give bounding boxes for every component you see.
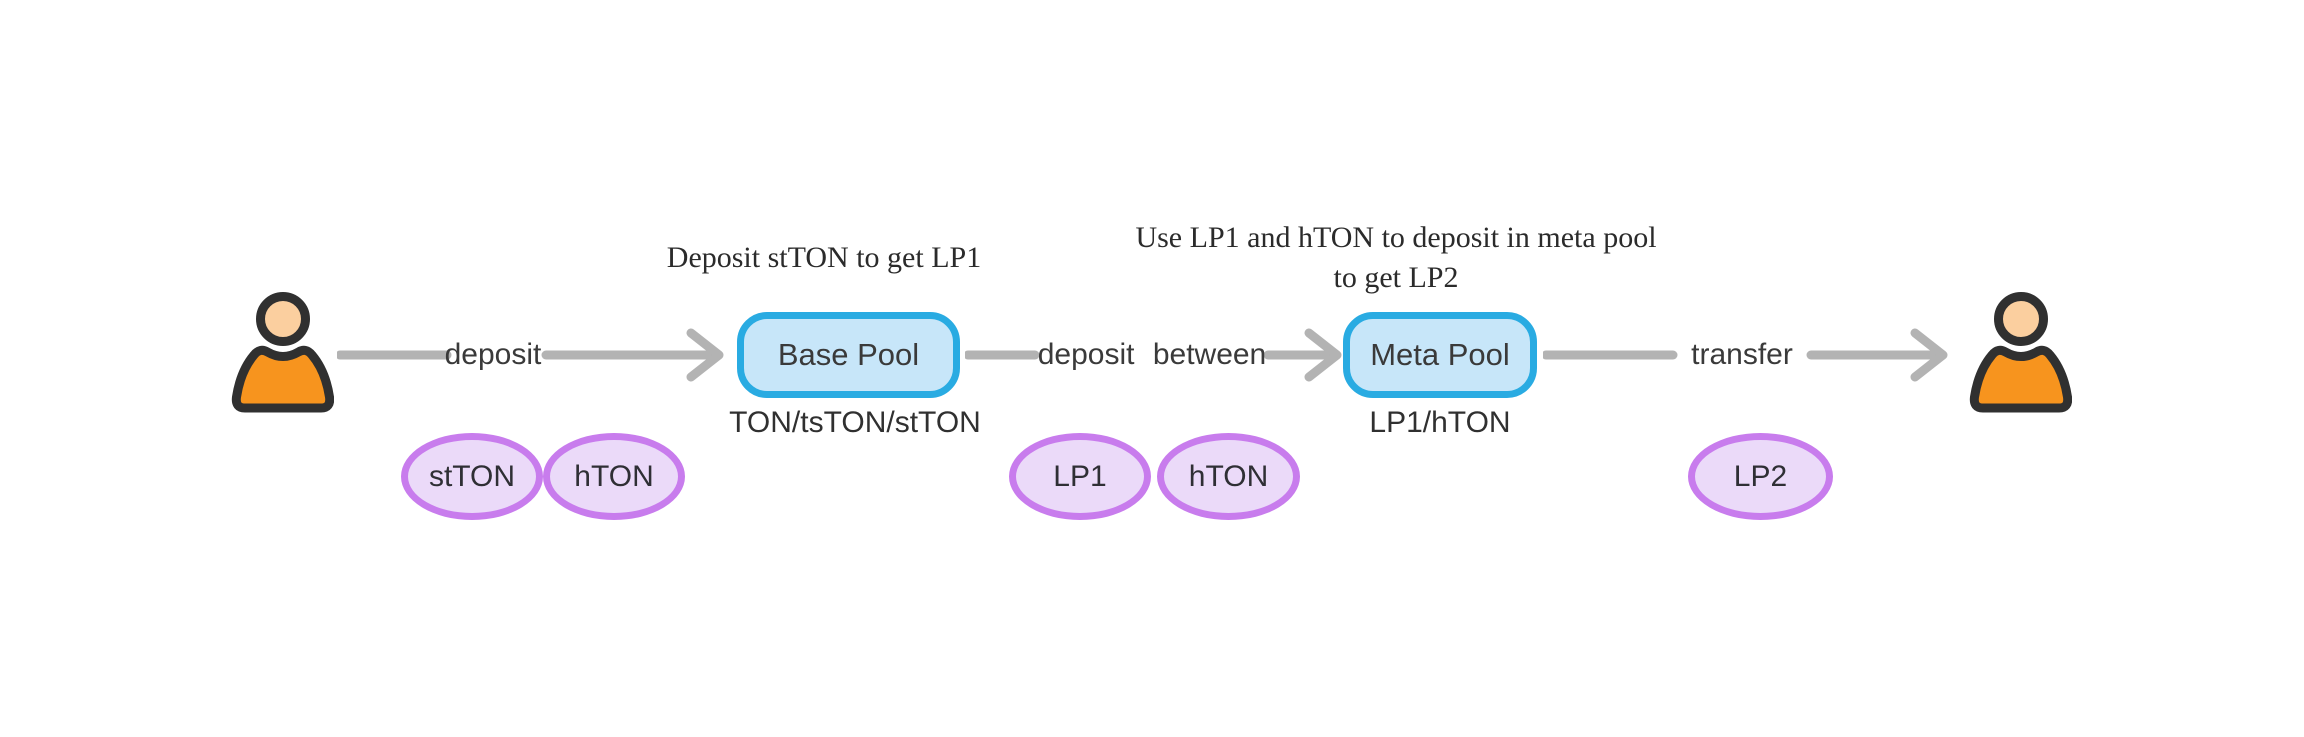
node-meta-pool-sublabel: LP1/hTON bbox=[1369, 406, 1511, 439]
arrow-label-deposit: deposit bbox=[444, 338, 542, 371]
arrow-transfer bbox=[1543, 328, 1948, 382]
token-label: hTON bbox=[574, 459, 654, 493]
arrow-label-deposit-between: deposit between bbox=[1037, 338, 1267, 371]
node-base-pool-label: Base Pool bbox=[777, 337, 920, 372]
token-lp2: LP2 bbox=[1688, 433, 1833, 520]
token-lp1: LP1 bbox=[1009, 433, 1151, 520]
node-base-pool: Base Pool bbox=[737, 312, 960, 398]
arrow-label-transfer: transfer bbox=[1691, 338, 1793, 371]
caption-meta-pool-line2: to get LP2 bbox=[1333, 261, 1459, 294]
person-icon bbox=[1969, 292, 2072, 413]
token-label: LP1 bbox=[1053, 459, 1107, 493]
node-meta-pool-label: Meta Pool bbox=[1370, 337, 1510, 372]
token-hton: hTON bbox=[543, 433, 685, 520]
caption-base-pool: Deposit stTON to get LP1 bbox=[666, 241, 982, 274]
caption-meta-pool: Use LP1 and hTON to deposit in meta pool… bbox=[1135, 218, 1656, 298]
arrow-deposit bbox=[337, 328, 724, 382]
caption-meta-pool-line1: Use LP1 and hTON to deposit in meta pool bbox=[1135, 221, 1657, 254]
token-sttON: stTON bbox=[401, 433, 543, 520]
token-hton-2: hTON bbox=[1157, 433, 1300, 520]
node-base-pool-sublabel: TON/tsTON/stTON bbox=[729, 406, 981, 439]
token-label: LP2 bbox=[1733, 459, 1788, 493]
token-label: stTON bbox=[428, 459, 516, 493]
node-meta-pool: Meta Pool bbox=[1343, 312, 1537, 398]
person-icon bbox=[231, 292, 334, 413]
token-label: hTON bbox=[1188, 459, 1269, 493]
arrow-deposit-between bbox=[965, 328, 1342, 382]
